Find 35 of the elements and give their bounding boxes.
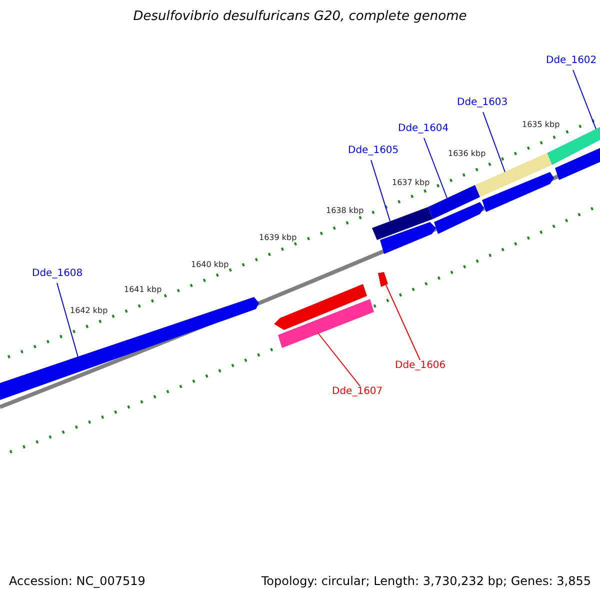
- gene-label: Dde_1607: [332, 386, 383, 397]
- leader-line: [482, 112, 506, 172]
- leader-line: [370, 160, 390, 222]
- scale-label: 1640 kbp: [191, 260, 229, 269]
- gene-bar: [482, 172, 554, 212]
- title: Desulfovibrio desulfuricans G20, complete genome: [132, 9, 468, 24]
- gene-bar: [378, 272, 388, 287]
- gene-bar: [278, 299, 374, 348]
- gene-label: Dde_1605: [348, 145, 399, 156]
- scale-label: 1638 kbp: [326, 206, 364, 215]
- leader-line: [386, 284, 420, 360]
- scale-label: 1642 kbp: [70, 306, 108, 315]
- gene-bar: [547, 127, 600, 165]
- gene-label: Dde_1606: [395, 360, 446, 371]
- scale-label: 1637 kbp: [392, 178, 430, 187]
- leader-line: [424, 138, 448, 198]
- gene-bar: [274, 284, 367, 330]
- gene-label: Dde_1602: [546, 55, 597, 66]
- gene-bar: [372, 207, 433, 240]
- gene-bar: [380, 222, 436, 254]
- gene-label: Dde_1603: [457, 97, 508, 108]
- gene-bar: [555, 148, 600, 180]
- gene-bar: [434, 202, 484, 234]
- scale-label: 1635 kbp: [522, 120, 560, 129]
- gene-bar: [428, 185, 480, 219]
- genome-info-text: Topology: circular; Length: 3,730,232 bp; Genes: 3,855: [261, 574, 591, 588]
- gene-label: Dde_1608: [32, 268, 83, 279]
- leader-line: [56, 282, 78, 358]
- leader-line: [572, 70, 596, 130]
- accession-text: Accession: NC_007519: [9, 574, 146, 588]
- scale-label: 1636 kbp: [448, 149, 486, 158]
- gene-label: Dde_1604: [398, 123, 449, 134]
- gene-bar: [0, 297, 259, 400]
- scale-label: 1639 kbp: [259, 233, 297, 242]
- leader-line: [318, 332, 360, 386]
